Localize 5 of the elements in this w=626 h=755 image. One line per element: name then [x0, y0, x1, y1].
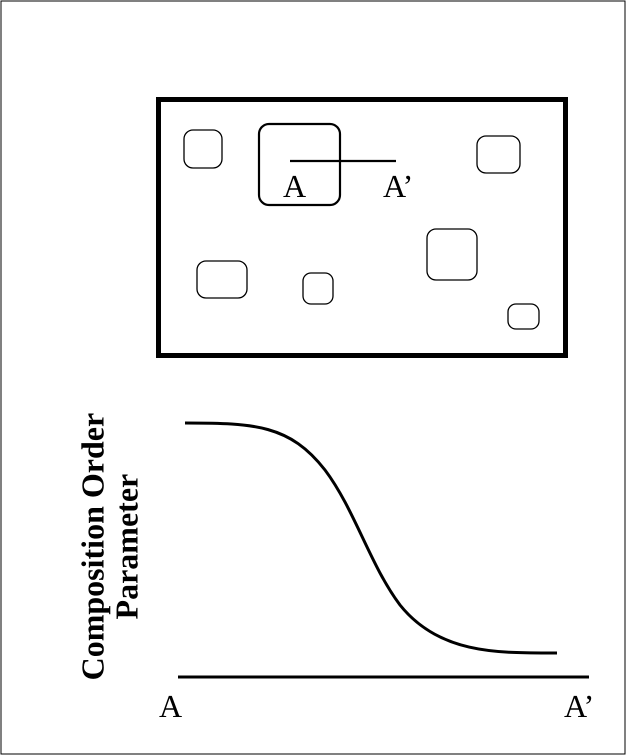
axis-title: Composition Order Parameter [76, 411, 144, 682]
axis-label: A [159, 690, 182, 722]
point-label: A [283, 170, 306, 202]
point-label: A’ [383, 170, 414, 202]
axis-label: A’ [564, 690, 594, 722]
